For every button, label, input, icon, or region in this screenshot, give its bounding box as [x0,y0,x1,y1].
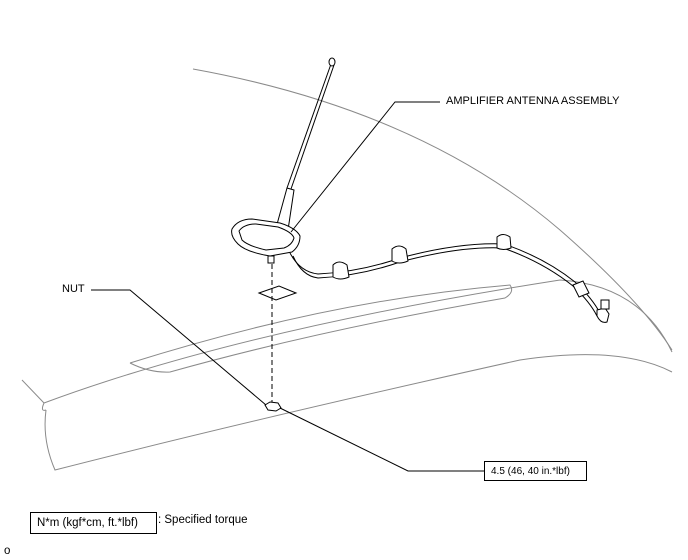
nut-hex [264,401,282,412]
nut-leader [91,289,267,406]
left-edge-line [21,379,45,404]
roof-edge-line [192,68,673,351]
amplifier-antenna-label: AMPLIFIER ANTENNA ASSEMBLY [446,95,620,107]
mounting-hardware [257,264,298,412]
cable-clip-1 [332,261,350,280]
torque-unit-legend-box: N*m (kgf*cm, ft.*lbf) [30,512,157,534]
gasket-square [257,285,298,301]
torque-spec-box: 4.5 (46, 40 in.*lbf) [484,461,587,481]
spoiler-side [41,402,47,411]
torque-legend-description: : Specified torque [158,514,248,526]
cable-clip-3 [496,234,512,250]
vehicle-body-outline [21,68,673,471]
nut-label: NUT [62,283,85,295]
rear-spoiler-bottom [44,354,673,471]
leader-lines [91,101,484,472]
antenna-mast [275,57,336,231]
amplifier-leader [290,101,440,233]
antenna-base [231,218,301,264]
rear-spoiler-top [43,279,673,404]
cable-clip-2 [391,245,409,264]
antenna-cable [289,234,610,323]
inner-recess-line [129,284,513,373]
cable-connector [572,280,590,298]
figure-id: o [4,545,11,557]
torque-leader [279,407,484,472]
